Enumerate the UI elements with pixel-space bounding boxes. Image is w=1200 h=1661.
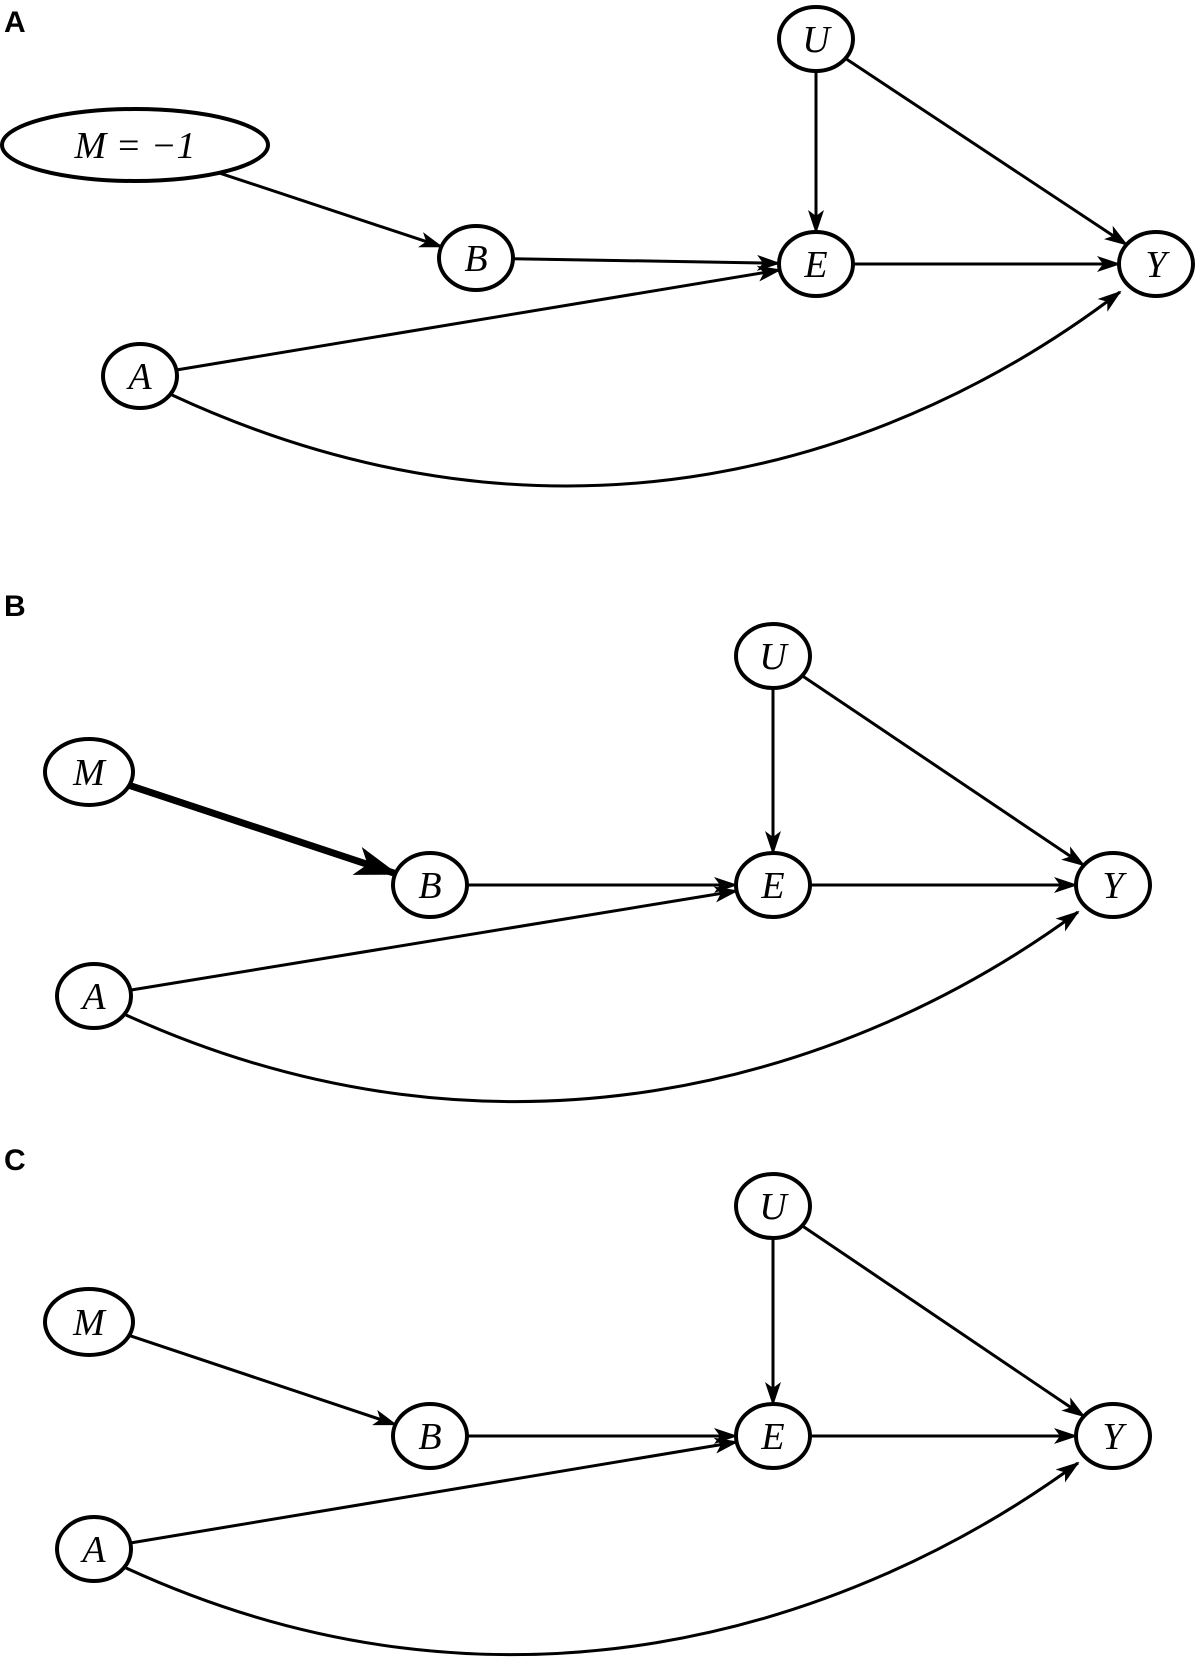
panel-label-b: B	[4, 590, 26, 623]
node-b-e-label: E	[760, 865, 784, 907]
node-b-a: A	[55, 962, 133, 1030]
node-b-u-ellipse	[734, 622, 812, 690]
node-b-m-ellipse	[43, 737, 135, 807]
edge-c-a-to-y	[125, 1461, 1080, 1657]
node-c-m: M	[43, 1287, 135, 1357]
node-a-e-ellipse	[777, 230, 855, 298]
node-b-y-ellipse	[1074, 851, 1152, 919]
node-b-m-label: M	[72, 752, 107, 794]
node-a-a-label: A	[125, 356, 152, 398]
edge-b-a-to-y	[125, 910, 1080, 1104]
edge-b-m-to-b	[128, 781, 399, 877]
node-c-u-ellipse	[734, 1172, 812, 1240]
node-b-b: B	[391, 851, 469, 919]
edge-c-u-to-y	[801, 1224, 1086, 1418]
node-c-y-ellipse	[1074, 1402, 1152, 1470]
node-a-b-label: B	[464, 238, 487, 280]
node-a-a-ellipse	[101, 342, 179, 410]
node-a-u: U	[777, 5, 855, 73]
edge-a-a-to-y	[171, 290, 1122, 488]
panel-label-c: C	[4, 1144, 26, 1177]
node-b-e-ellipse	[734, 851, 812, 919]
node-c-b: B	[391, 1402, 469, 1470]
node-a-u-label: U	[802, 19, 832, 61]
node-b-y: Y	[1074, 851, 1152, 919]
node-b-u-label: U	[759, 636, 789, 678]
node-a-e: E	[777, 230, 855, 298]
node-a-u-ellipse	[777, 5, 855, 73]
node-c-m-label: M	[72, 1302, 107, 1344]
edge-c-m-to-b	[128, 1333, 398, 1426]
node-c-m-ellipse	[43, 1287, 135, 1357]
node-c-y: Y	[1074, 1402, 1152, 1470]
node-b-y-label: Y	[1102, 865, 1127, 907]
node-b-a-ellipse	[55, 962, 133, 1030]
edge-a-u-to-y	[844, 57, 1129, 246]
node-b-b-ellipse	[391, 851, 469, 919]
node-a-b-ellipse	[437, 224, 515, 292]
edge-a-m-to-b	[218, 171, 444, 249]
node-a-b: B	[437, 224, 515, 292]
node-c-e: E	[734, 1402, 812, 1470]
node-a-m-label: M = −1	[74, 125, 196, 167]
node-a-e-label: E	[803, 244, 827, 286]
node-c-b-ellipse	[391, 1402, 469, 1470]
node-c-y-label: Y	[1102, 1416, 1127, 1458]
edge-b-u-to-y	[801, 674, 1086, 867]
node-b-e: E	[734, 851, 812, 919]
node-b-b-label: B	[418, 865, 441, 907]
node-c-a-label: A	[79, 1529, 106, 1571]
node-a-y-ellipse	[1117, 230, 1195, 298]
node-b-m: M	[43, 737, 135, 807]
node-a-a: A	[101, 342, 179, 410]
node-c-e-label: E	[760, 1416, 784, 1458]
panel-label-a: A	[4, 6, 26, 39]
node-c-b-label: B	[418, 1416, 441, 1458]
node-a-m-ellipse	[0, 107, 270, 183]
edge-b-a-to-e	[130, 886, 739, 992]
node-c-u-label: U	[759, 1186, 789, 1228]
node-a-m: M = −1	[0, 107, 270, 183]
node-a-y: Y	[1117, 230, 1195, 298]
node-c-u: U	[734, 1172, 812, 1240]
node-b-a-label: A	[79, 976, 106, 1018]
edge-a-a-to-e	[176, 265, 782, 372]
node-c-e-ellipse	[734, 1402, 812, 1470]
edge-c-a-to-e	[130, 1437, 739, 1545]
node-c-a: A	[55, 1515, 133, 1583]
node-a-y-label: Y	[1145, 244, 1170, 286]
node-b-u: U	[734, 622, 812, 690]
edge-a-b-to-e	[512, 254, 781, 271]
node-c-a-ellipse	[55, 1515, 133, 1583]
